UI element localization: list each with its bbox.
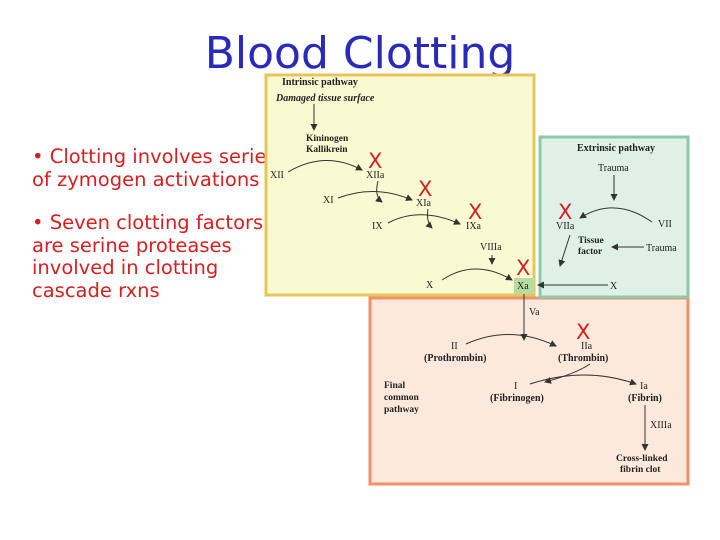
trauma-top-label: Trauma (598, 163, 629, 174)
extrinsic-pathway-panel (538, 135, 690, 299)
serine-protease-marker: X (558, 200, 572, 224)
thrombin-label: (Thrombin) (558, 353, 608, 364)
final-label: Final (384, 381, 405, 391)
tissue-label: Tissue (578, 236, 604, 246)
factor-iia-label: IIa (581, 341, 593, 352)
serine-protease-marker: X (468, 200, 482, 224)
intrinsic-heading: Intrinsic pathway (282, 77, 358, 88)
extrinsic-factor-x-label: X (610, 281, 618, 292)
factor-ia-label: Ia (640, 381, 648, 392)
cross-linked-label: Cross-linked (616, 454, 668, 464)
vii-activation-arrow (579, 207, 653, 223)
xia-catalysis-arrow (425, 208, 433, 229)
intrinsic-trigger: Damaged tissue surface (275, 93, 375, 104)
xii-activation-arrow (287, 160, 363, 173)
factor-ixa-label: IXa (466, 221, 482, 232)
pathway-label: pathway (384, 405, 419, 415)
serine-protease-marker: X (368, 149, 382, 173)
factor-i-label: I (514, 381, 517, 392)
common-pathway-panel (368, 296, 690, 486)
ix-activation-arrow (387, 214, 461, 225)
factor-xii-label: XII (270, 170, 284, 181)
factor-ix-label: IX (372, 221, 383, 232)
extrinsic-heading: Extrinsic pathway (577, 143, 655, 154)
kininogen-label: Kininogen (306, 134, 349, 144)
factor-xia-label: XIa (416, 198, 432, 209)
prothrombin-activation-arrow (465, 334, 557, 347)
bullet-item: • Clotting involves series of zymogen ac… (32, 145, 277, 191)
xi-activation-arrow (337, 190, 413, 201)
fibrin-clot-label: fibrin clot (620, 465, 661, 475)
intrinsic-pathway-panel (264, 73, 536, 297)
factor-xa-label: Xa (517, 281, 529, 292)
serine-protease-marker: X (576, 320, 590, 344)
viia-to-xa-arrow (558, 234, 571, 267)
thrombin-catalysis-arrow (544, 363, 591, 384)
factor-viiia-label: VIIIa (480, 242, 502, 253)
intrinsic-factor-x-label: X (426, 280, 434, 291)
factor-xi-label: XI (323, 195, 334, 206)
factor-viia-label: VIIa (556, 221, 575, 232)
fibrinogen-activation-arrow (529, 374, 637, 386)
serine-protease-marker: X (516, 256, 530, 280)
factor-ii-label: II (451, 341, 458, 352)
bullet-list: • Clotting involves series of zymogen ac… (32, 145, 294, 323)
common-label: common (384, 393, 420, 403)
factor-label: factor (578, 247, 603, 257)
xa-highlight (514, 278, 534, 294)
fibrinogen-label: (Fibrinogen) (490, 393, 544, 404)
trauma-side-label: Trauma (646, 243, 677, 254)
factor-xiia-label: XIIa (366, 170, 385, 181)
factor-xiiia-label: XIIIa (650, 420, 672, 431)
slide-title: Blood Clotting (204, 28, 516, 79)
factor-vii-label: VII (658, 219, 672, 230)
bullet-item: • Seven clotting factors are serine prot… (32, 211, 264, 302)
factor-va-label: Va (529, 307, 540, 318)
prothrombin-label: (Prothrombin) (424, 353, 486, 364)
x-activation-arrow (441, 268, 513, 281)
serine-protease-marker: X (418, 177, 432, 201)
xiia-catalysis-arrow (375, 180, 383, 203)
kallikrein-label: Kallikrein (306, 145, 348, 155)
fibrin-label: (Fibrin) (628, 393, 662, 404)
